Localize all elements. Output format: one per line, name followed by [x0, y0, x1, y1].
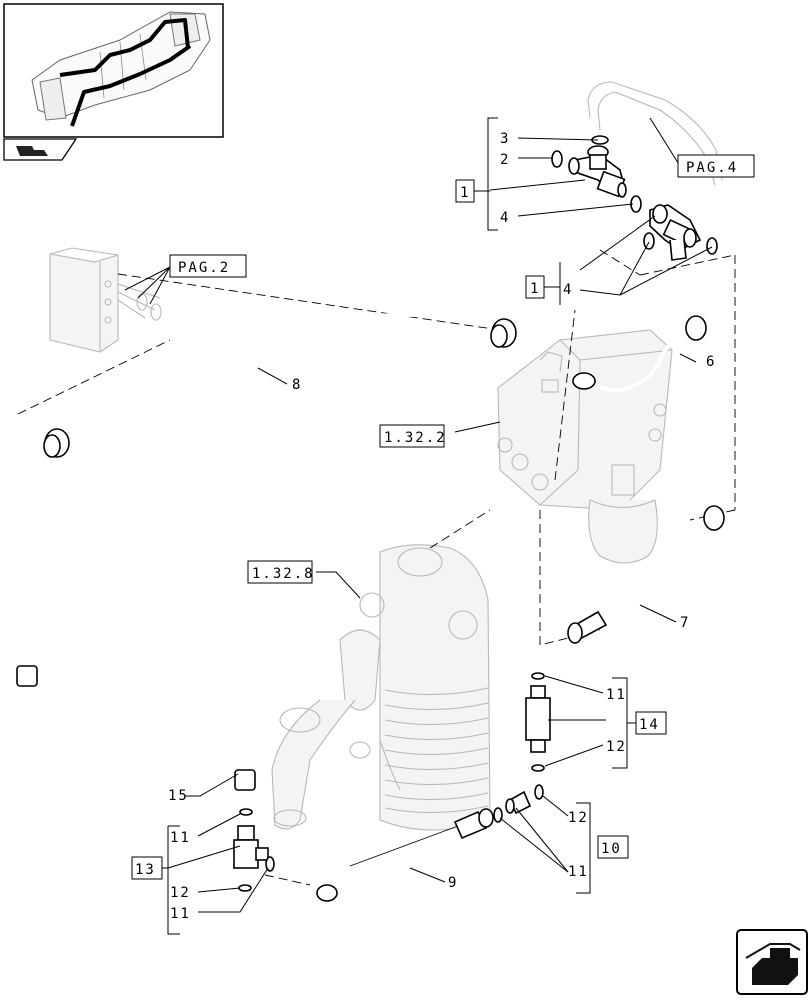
ghost-hose-top — [587, 81, 723, 186]
callout-11c: 11 — [606, 687, 627, 703]
pipe-6 — [572, 315, 707, 393]
tee-fitting-lower — [649, 204, 702, 261]
callout-12c: 12 — [568, 810, 589, 826]
callout-15: 15 — [168, 788, 189, 804]
ref-pag4-label: PAG.4 — [686, 160, 738, 176]
callout-8: 8 — [292, 377, 302, 393]
group-1-upper[interactable]: 1 — [455, 179, 490, 203]
ref-1-32-8-label: 1.32.8 — [252, 566, 315, 582]
ref-pag4[interactable]: PAG.4 — [677, 154, 755, 178]
o-ring-4c — [706, 237, 718, 255]
dashed-guide-lines — [17, 249, 736, 886]
o-ring-12-c — [534, 784, 544, 800]
back-page-icon[interactable] — [3, 138, 78, 161]
callout-12b: 12 — [606, 739, 627, 755]
callout-12a: 12 — [170, 885, 191, 901]
callout-4b: 4 — [563, 282, 573, 298]
callout-11d: 11 — [568, 864, 589, 880]
o-ring-4b — [643, 232, 655, 250]
next-page-icon[interactable] — [736, 929, 808, 995]
pipe-15 — [16, 633, 256, 791]
callout-2: 2 — [500, 152, 510, 168]
leader-lines — [124, 117, 713, 913]
tee-13 — [233, 808, 275, 892]
group-1-upper-label: 1 — [460, 185, 470, 201]
ghost-hydraulic-housing — [271, 544, 491, 831]
group-13[interactable]: 13 — [131, 856, 168, 880]
ref-pag2[interactable]: PAG.2 — [169, 254, 247, 278]
pipe-7 — [567, 505, 725, 644]
ref-1-32-2[interactable]: 1.32.2 — [379, 424, 447, 448]
callout-9: 9 — [448, 875, 458, 891]
group-14[interactable]: 14 — [627, 711, 667, 735]
callout-6: 6 — [706, 354, 716, 370]
callout-11b: 11 — [170, 906, 191, 922]
callout-7: 7 — [680, 615, 690, 631]
tee-fitting-upper — [568, 145, 627, 198]
thumbnail-frame[interactable] — [3, 3, 224, 138]
group-14-label: 14 — [639, 717, 660, 733]
group-13-label: 13 — [135, 862, 156, 878]
fitting-14 — [525, 672, 551, 772]
ref-1-32-8[interactable]: 1.32.8 — [247, 560, 315, 584]
callout-numbers: 3 2 4 4 6 7 8 9 15 11 12 11 11 12 12 11 — [168, 131, 716, 922]
callout-11a: 11 — [170, 830, 191, 846]
pipe-8 — [43, 311, 517, 458]
hose-9 — [316, 808, 494, 902]
o-ring-2 — [551, 150, 563, 168]
adapter-10 — [505, 790, 532, 815]
group-10-label: 10 — [601, 841, 622, 857]
ghost-distributor-block — [49, 247, 162, 353]
brackets — [167, 117, 628, 935]
thumbnail-tractor-transmission-icon — [31, 11, 211, 127]
callout-4a: 4 — [500, 210, 510, 226]
ref-1-32-2-label: 1.32.2 — [384, 430, 447, 446]
callout-3: 3 — [500, 131, 510, 147]
group-1-lower-label: 1 — [530, 281, 540, 297]
ghost-valve-block — [497, 329, 673, 564]
group-10[interactable]: 10 — [597, 835, 629, 859]
group-1-lower[interactable]: 1 — [525, 262, 561, 305]
ref-pag2-label: PAG.2 — [178, 260, 230, 276]
o-ring-11-d — [493, 807, 503, 823]
